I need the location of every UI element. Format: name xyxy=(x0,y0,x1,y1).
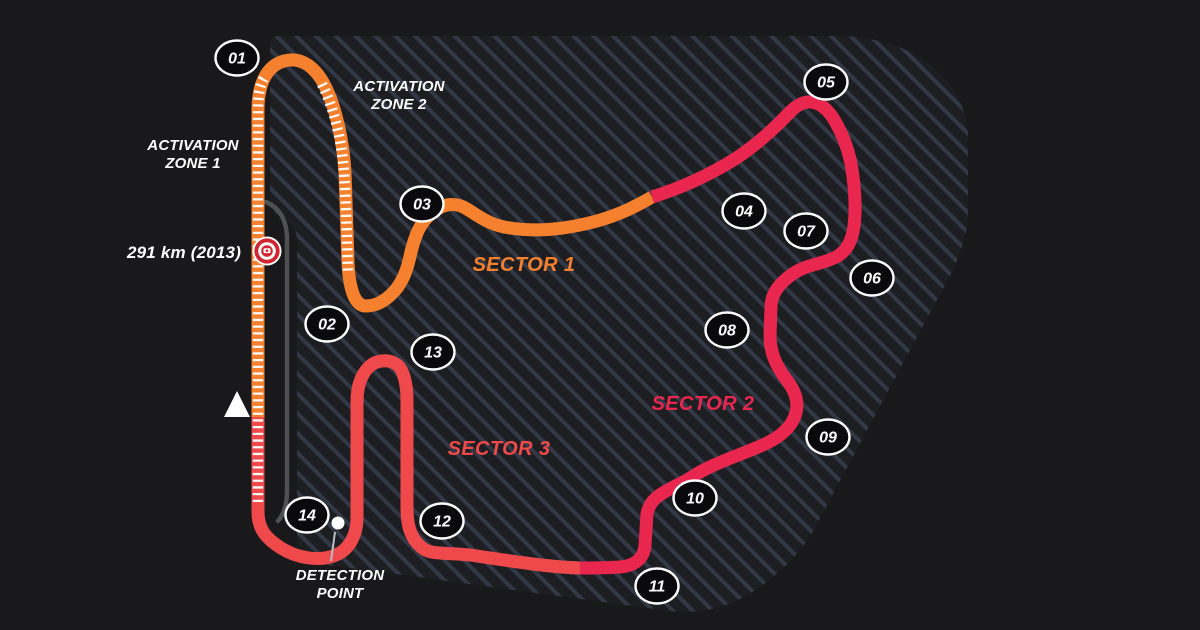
turn-markers: 01 02 03 04 05 06 07 08 09 10 11 12 13 14 xyxy=(214,39,895,605)
turn-number: 13 xyxy=(424,345,442,362)
activation-zone-2-label-line2: ZONE 2 xyxy=(370,96,427,113)
activation-zone-1-label-line2: ZONE 1 xyxy=(164,155,220,172)
turn-marker-circle xyxy=(399,185,445,223)
speed-camera-icon xyxy=(252,236,282,266)
turn-number: 04 xyxy=(735,204,753,221)
turn-number: 07 xyxy=(797,224,816,241)
turn-number: 09 xyxy=(819,430,837,447)
turn-marker: 06 xyxy=(849,259,895,297)
turn-marker: 05 xyxy=(803,63,849,101)
turn-marker: 11 xyxy=(634,567,680,605)
turn-number: 05 xyxy=(817,75,836,92)
turn-number: 01 xyxy=(228,51,246,68)
turn-marker-circle xyxy=(805,418,851,456)
turn-marker-circle xyxy=(419,502,465,540)
sector-2-label: SECTOR 2 xyxy=(652,393,755,415)
turn-marker: 08 xyxy=(704,311,750,349)
turn-marker-circle xyxy=(672,479,718,517)
track-sector-3 xyxy=(251,354,581,575)
track-sector-1 xyxy=(251,53,656,417)
turn-number: 12 xyxy=(433,514,451,531)
turn-marker: 12 xyxy=(419,502,465,540)
direction-arrow-icon xyxy=(224,391,250,417)
turn-marker: 14 xyxy=(284,496,330,534)
drs-zone-1-stripes xyxy=(252,75,269,502)
pit-lane xyxy=(263,199,290,524)
turn-marker: 13 xyxy=(410,333,456,371)
turn-marker-circle xyxy=(721,192,767,230)
turn-marker: 07 xyxy=(783,212,829,250)
turn-marker: 04 xyxy=(721,192,767,230)
detection-point-label-line1: DETECTION xyxy=(296,567,385,584)
hatched-infield-shape xyxy=(270,36,968,612)
sector-1-label: SECTOR 1 xyxy=(473,254,576,276)
turn-number: 03 xyxy=(413,197,431,214)
turn-number: 06 xyxy=(863,271,881,288)
turn-marker: 01 xyxy=(214,39,260,77)
drs-zone-2-stripes xyxy=(317,81,354,273)
turn-marker-circle xyxy=(304,305,350,343)
turn-marker-circle xyxy=(284,496,330,534)
lap-distance-label: 291 km (2013) xyxy=(126,243,241,262)
turn-marker: 10 xyxy=(672,479,718,517)
turn-marker-circle xyxy=(783,212,829,250)
turn-number: 14 xyxy=(298,508,316,525)
turn-number: 11 xyxy=(649,579,666,596)
turn-marker: 02 xyxy=(304,305,350,343)
detection-point-marker xyxy=(331,516,345,530)
activation-zone-1-label-line1: ACTIVATION xyxy=(146,137,239,154)
sector-3-label: SECTOR 3 xyxy=(448,438,551,460)
turn-number: 08 xyxy=(718,323,736,340)
turn-marker: 09 xyxy=(805,418,851,456)
activation-zone-2-label-line1: ACTIVATION xyxy=(352,78,445,95)
track-sector-2 xyxy=(577,95,862,575)
turn-marker: 03 xyxy=(399,185,445,223)
turn-number: 10 xyxy=(686,491,704,508)
turn-marker-circle xyxy=(410,333,456,371)
turn-marker-circle xyxy=(704,311,750,349)
turn-marker-circle xyxy=(214,39,260,77)
detection-leader-line xyxy=(330,531,336,562)
turn-marker-circle xyxy=(634,567,680,605)
turn-marker-circle xyxy=(803,63,849,101)
detection-point-label-line2: POINT xyxy=(317,585,365,602)
turn-number: 02 xyxy=(318,317,336,334)
turn-marker-circle xyxy=(849,259,895,297)
